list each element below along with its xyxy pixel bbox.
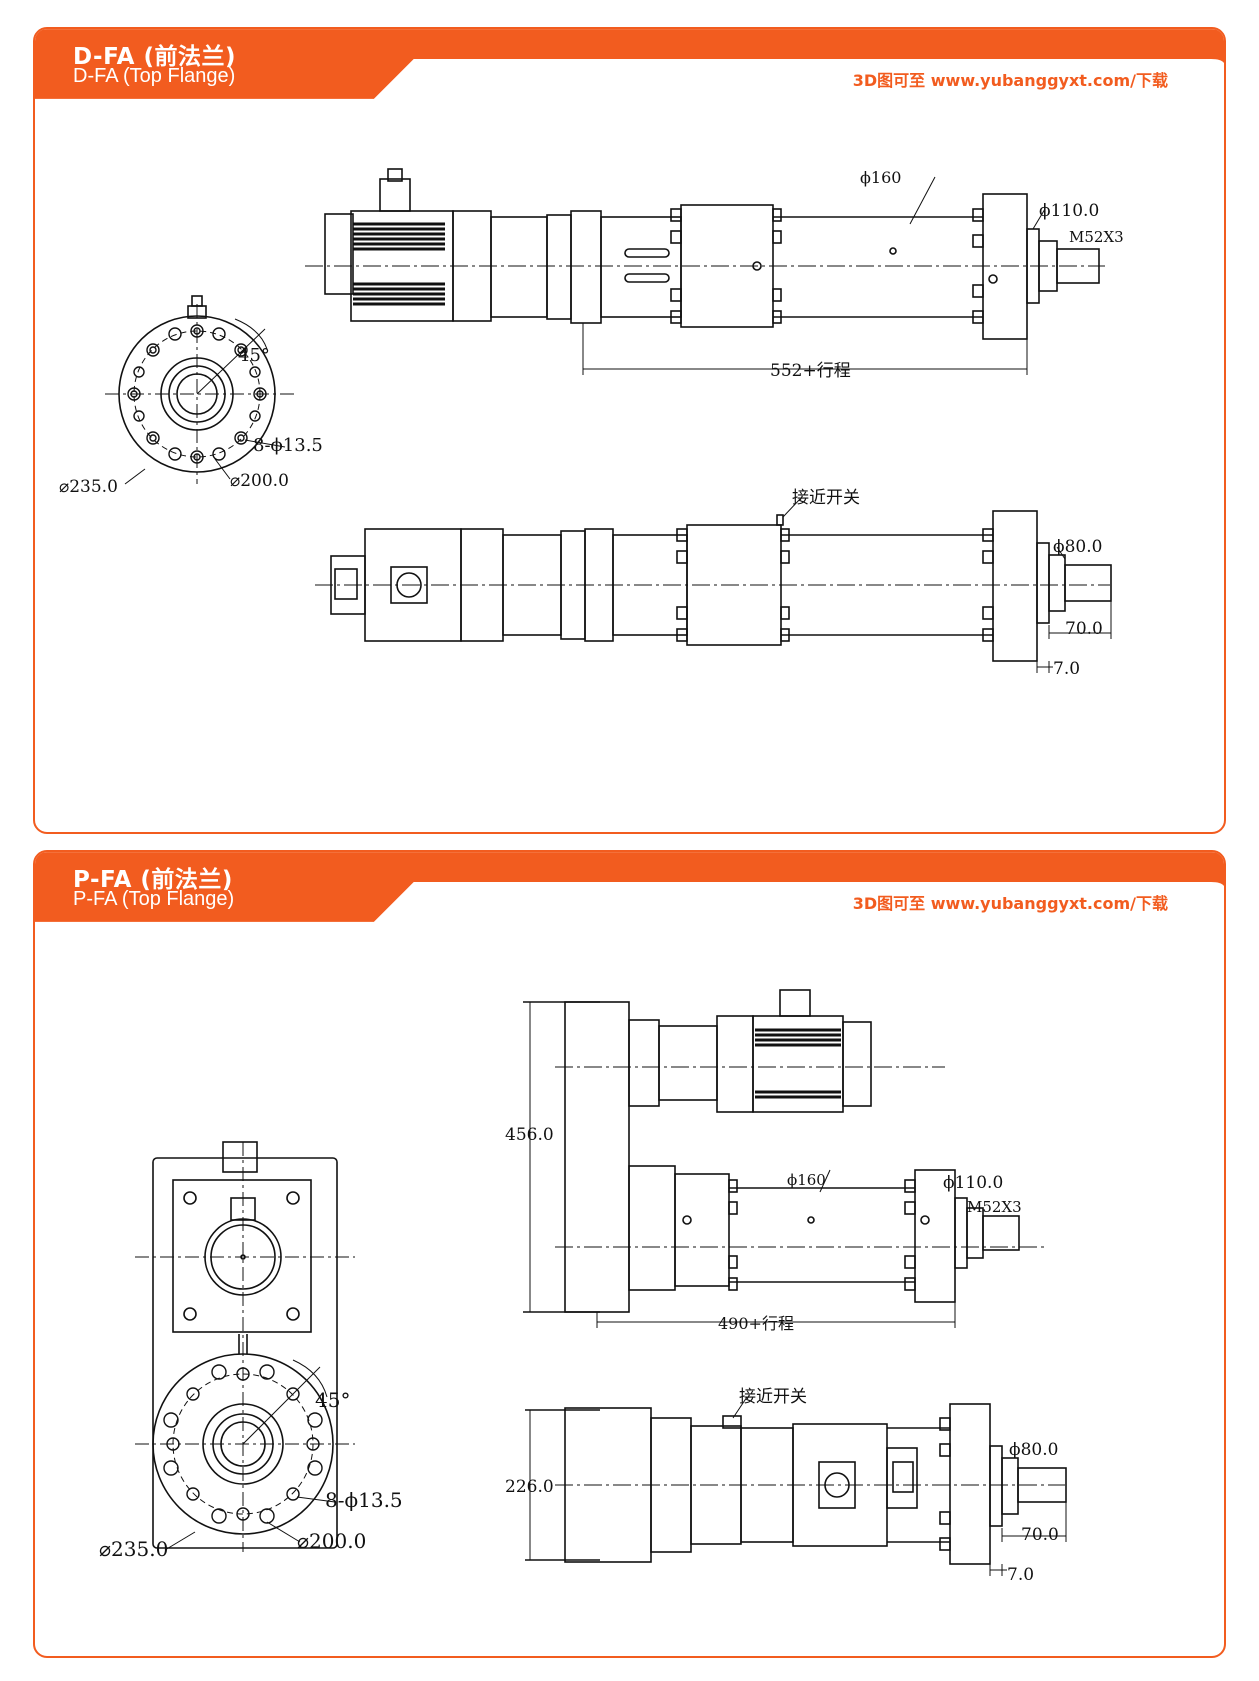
p-fa-outer-dia-label: ⌀235.0 bbox=[99, 1537, 168, 1561]
p-fa-bolt-holes bbox=[163, 1364, 323, 1524]
d-fa-switch-label: 接近开关 bbox=[792, 488, 860, 508]
d-fa-tube-dia-label: ϕ160 bbox=[860, 168, 901, 187]
p-fa-tube-dia-label: ϕ160 bbox=[787, 1171, 826, 1189]
d-fa-step-label: 7.0 bbox=[1053, 659, 1080, 679]
p-fa-side-view-bottom bbox=[525, 1396, 1067, 1576]
d-fa-angle-label: 45° bbox=[238, 345, 270, 366]
d-fa-front-view bbox=[105, 295, 295, 485]
p-fa-thread-label: M52X3 bbox=[967, 1198, 1022, 1216]
p-fa-flange-dia-label: ϕ110.0 bbox=[943, 1173, 1003, 1193]
section-header-bar bbox=[35, 852, 1224, 922]
d-fa-side-view-top bbox=[305, 168, 1105, 375]
d-fa-tie-rod-nuts bbox=[670, 208, 984, 324]
download-link[interactable]: 3D图可至 www.yubanggyxt.com/下载 bbox=[852, 71, 1168, 90]
p-fa-pcd-label: ⌀200.0 bbox=[297, 1529, 366, 1553]
p-fa-drawing: 45° 8-ϕ13.5 ⌀200.0 ⌀235.0 bbox=[99, 989, 1067, 1585]
p-fa-front-view bbox=[135, 1141, 355, 1552]
p-fa-rod-dia-label: ϕ80.0 bbox=[1009, 1440, 1058, 1460]
p-fa-holes-label: 8-ϕ13.5 bbox=[325, 1488, 403, 1512]
d-fa-outer-dia-label: ⌀235.0 bbox=[59, 477, 118, 497]
section-d-fa: D-FA (前法兰) D-FA (Top Flange) 3D图可至 www.y… bbox=[33, 27, 1226, 834]
section-title-en: D-FA (Top Flange) bbox=[73, 65, 236, 87]
section-title-zh: P-FA (前法兰) bbox=[73, 867, 233, 893]
section-title-en: P-FA (Top Flange) bbox=[73, 888, 235, 910]
p-fa-angle-label: 45° bbox=[315, 1388, 350, 1412]
section-header-bar bbox=[35, 29, 1224, 99]
section-p-fa: P-FA (前法兰) P-FA (Top Flange) 3D图可至 www.y… bbox=[33, 850, 1226, 1658]
p-fa-stroke-label: 490+行程 bbox=[718, 1314, 794, 1333]
d-fa-flange-dia-label: ϕ110.0 bbox=[1039, 201, 1099, 221]
d-fa-side-view-bottom bbox=[315, 498, 1112, 673]
p-fa-switch-label: 接近开关 bbox=[739, 1387, 807, 1407]
d-fa-rod-dia-label: ϕ80.0 bbox=[1053, 537, 1102, 557]
p-fa-rod-len-label: 70.0 bbox=[1021, 1525, 1059, 1545]
d-fa-stroke-label: 552+行程 bbox=[770, 361, 851, 381]
d-fa-bolt-holes bbox=[127, 324, 267, 464]
d-fa-rod-len-label: 70.0 bbox=[1065, 619, 1103, 639]
d-fa-pcd-label: ⌀200.0 bbox=[230, 471, 289, 491]
download-link[interactable]: 3D图可至 www.yubanggyxt.com/下载 bbox=[852, 894, 1168, 913]
d-fa-bottom-nuts bbox=[676, 528, 994, 642]
p-fa-step-label: 7.0 bbox=[1007, 1565, 1034, 1585]
p-fa-height-label: 456.0 bbox=[505, 1125, 554, 1145]
p-fa-side-view-top bbox=[523, 989, 1045, 1328]
d-fa-thread-label: M52X3 bbox=[1069, 228, 1124, 246]
d-fa-drawing: 45° 8-ϕ13.5 ⌀200.0 ⌀235.0 bbox=[59, 168, 1124, 679]
section-title-zh: D-FA (前法兰) bbox=[73, 44, 236, 70]
d-fa-holes-label: 8-ϕ13.5 bbox=[253, 435, 323, 456]
p-fa-width-label: 226.0 bbox=[505, 1477, 554, 1497]
